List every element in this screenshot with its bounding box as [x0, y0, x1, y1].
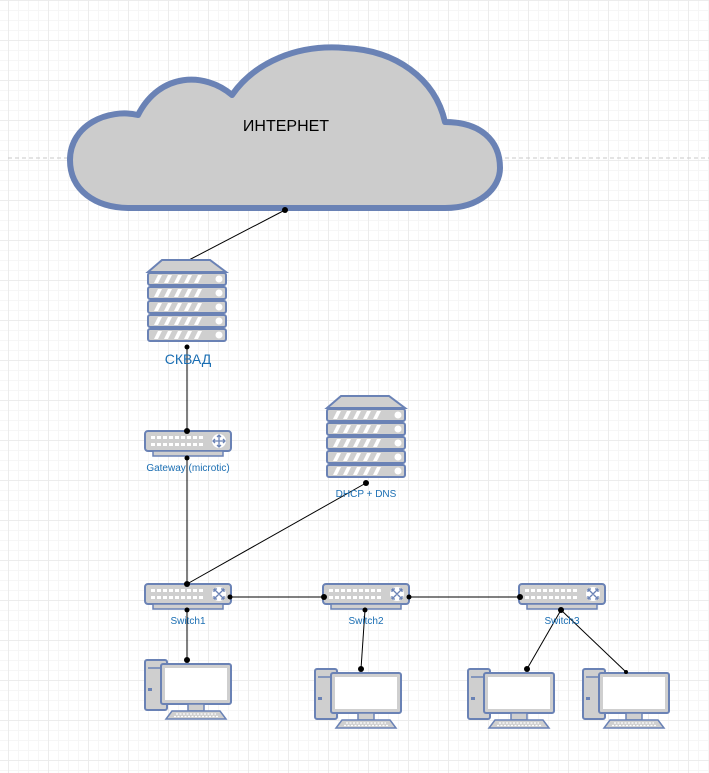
connections [186, 209, 627, 673]
gateway-label: Gateway (microtic) [146, 463, 229, 474]
link-cloud-skvad [186, 209, 286, 262]
connection-points [184, 207, 628, 674]
gateway-router[interactable]: Gateway (microtic) [144, 430, 232, 474]
link-dhcp-switch1 [186, 482, 367, 585]
workstation-2[interactable] [314, 668, 402, 729]
switch3-label: Switch3 [544, 616, 579, 627]
link-switch2-pc2 [360, 609, 366, 670]
workstation-3[interactable] [467, 668, 555, 729]
switch1-label: Switch1 [170, 616, 205, 627]
workstation-4[interactable] [582, 668, 670, 729]
switch2[interactable]: Switch2 [322, 583, 410, 627]
link-switch3-pc4 [560, 609, 627, 673]
switch1[interactable]: Switch1 [144, 583, 232, 627]
switch2-label: Switch2 [348, 616, 383, 627]
skvad-label: СКВАД [165, 351, 212, 367]
dhcp-dns-server[interactable]: DHCP + DNS [326, 395, 406, 500]
workstation-1[interactable] [144, 659, 232, 720]
link-switch3-pc3 [526, 609, 562, 670]
cloud-label: ИНТЕРНЕТ [243, 118, 329, 135]
dhcp-label: DHCP + DNS [336, 489, 397, 500]
skvad-server[interactable]: СКВАД [147, 259, 227, 367]
switch3[interactable]: Switch3 [518, 583, 606, 627]
internet-cloud[interactable]: ИНТЕРНЕТ [67, 44, 503, 211]
